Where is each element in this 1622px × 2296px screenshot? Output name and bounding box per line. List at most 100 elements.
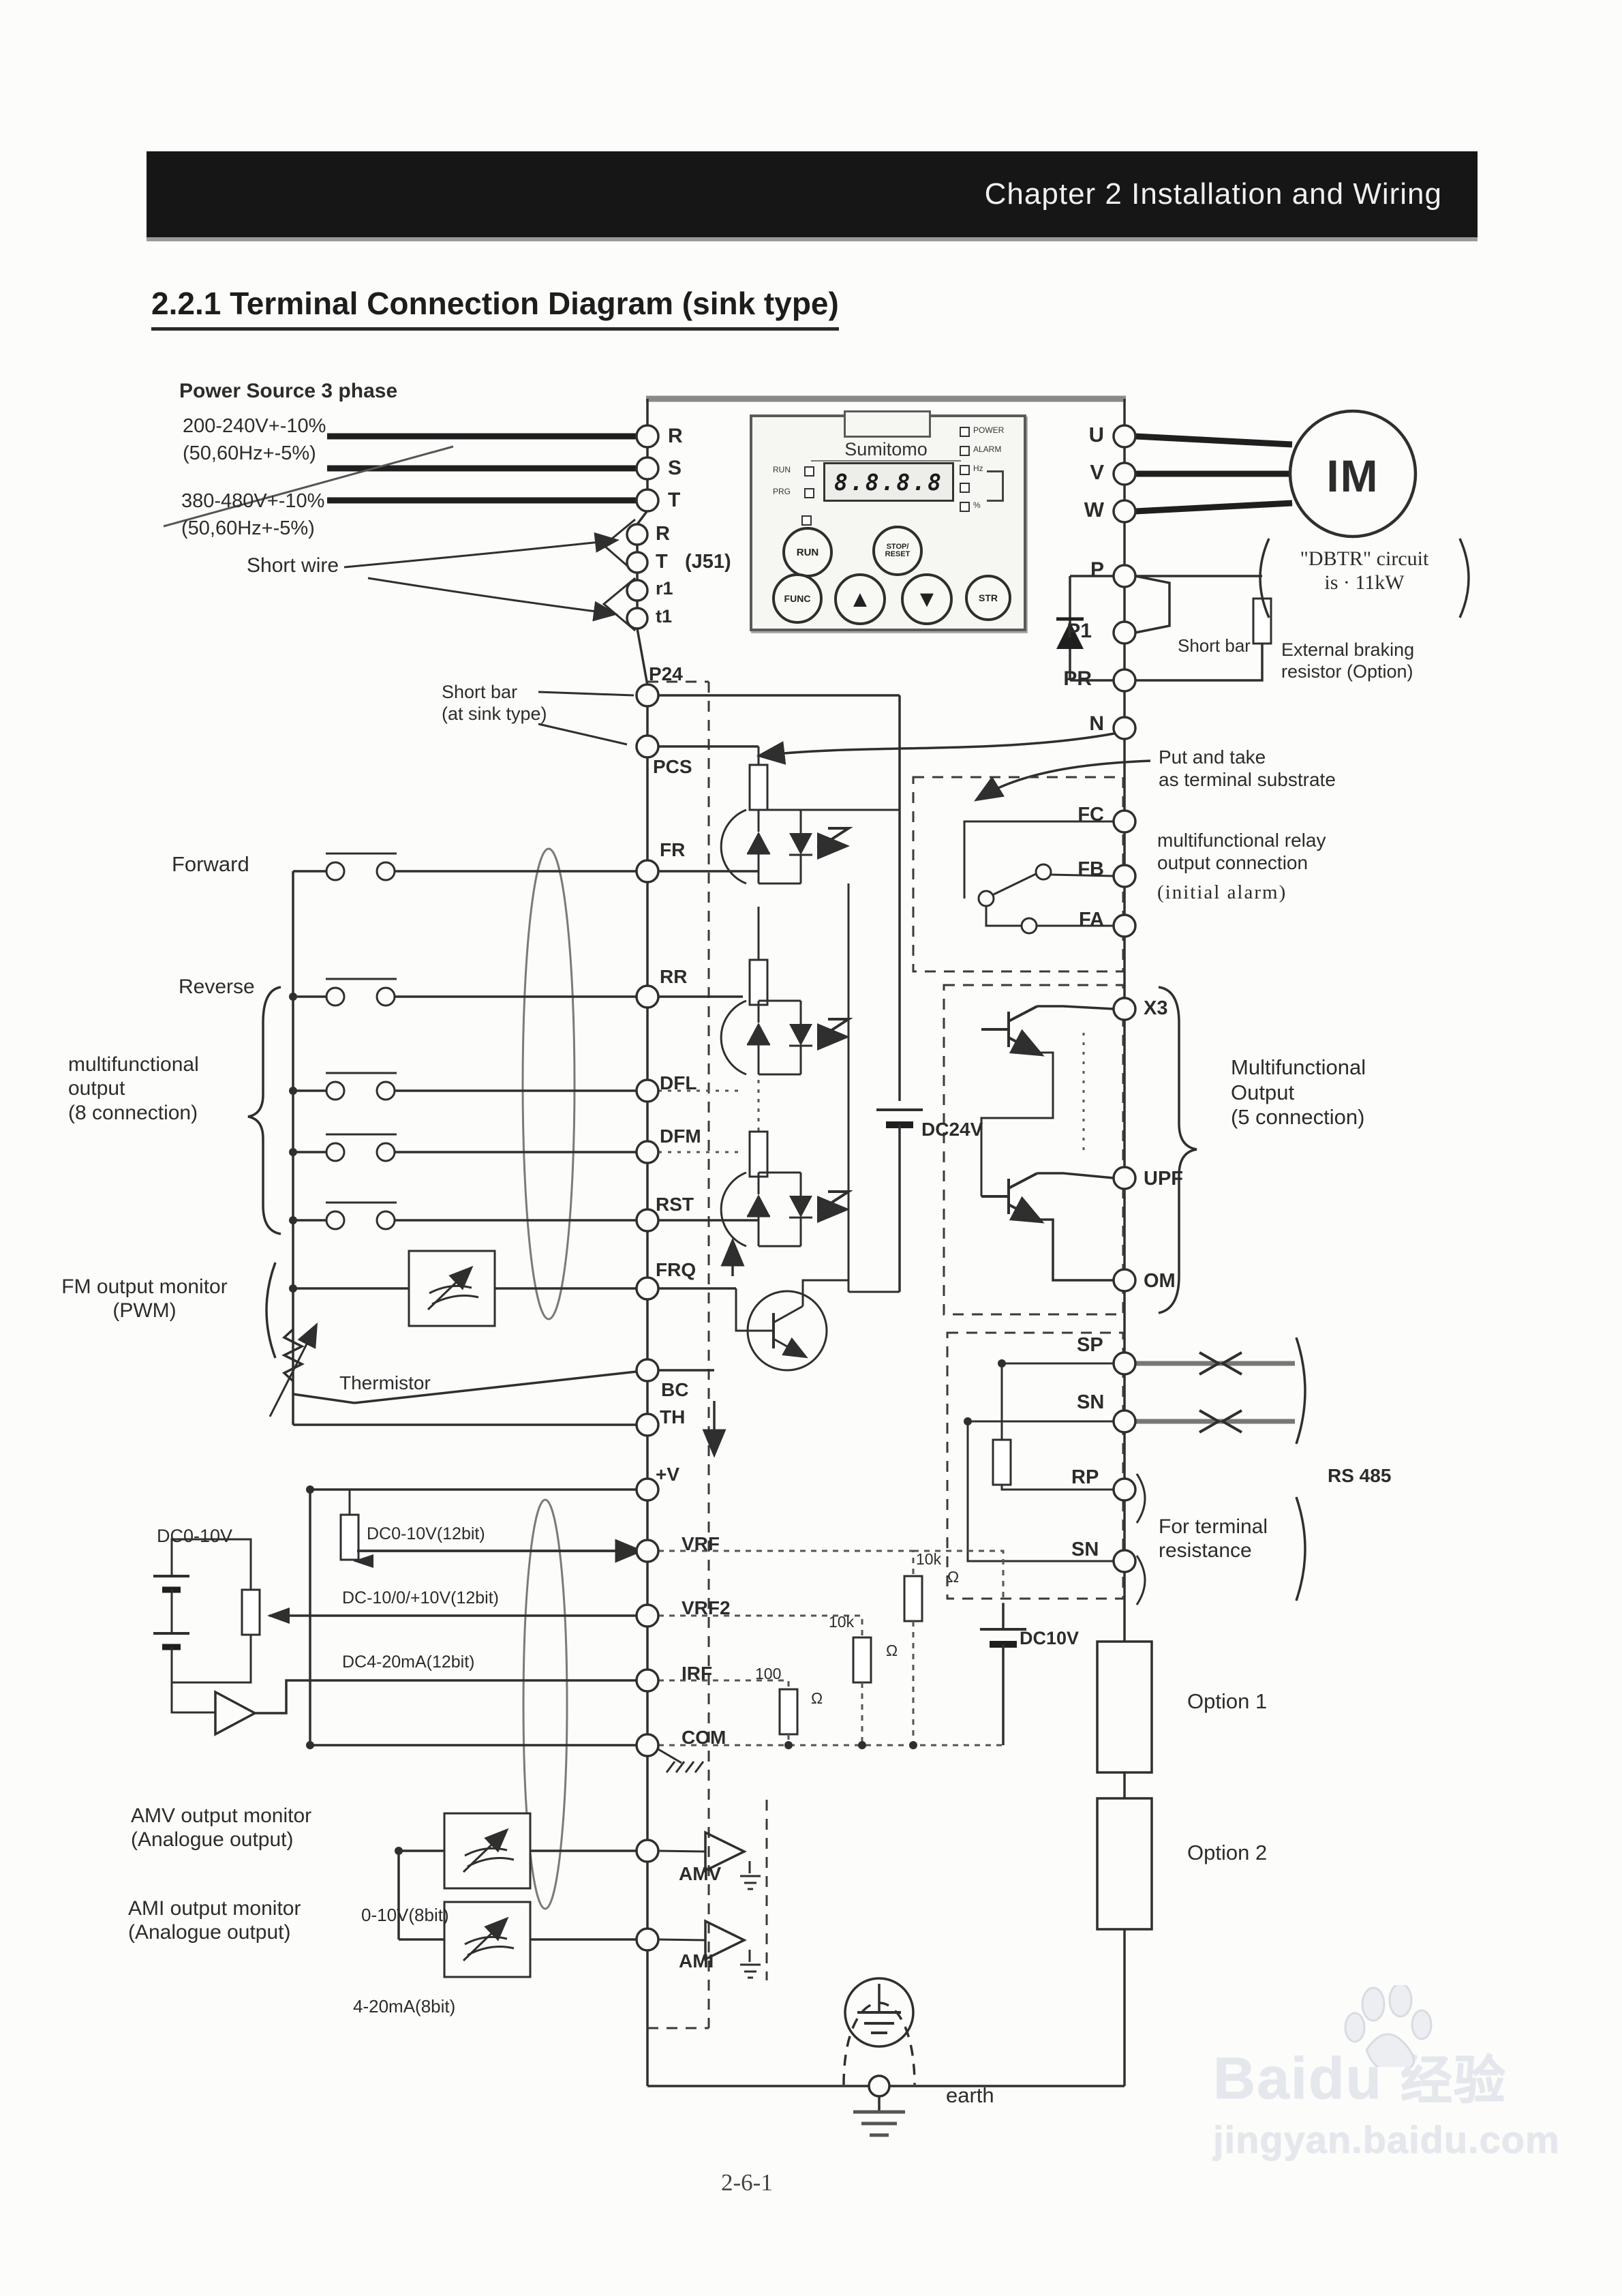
earth-symbol (842, 1977, 916, 2137)
terminal-label-rp: RP (1071, 1466, 1099, 1488)
vrf-range-label: DC0-10V(12bit) (367, 1524, 485, 1543)
terminal-label-frq: FRQ (656, 1259, 697, 1280)
baidu-watermark: Baidu 经验 jingyan.baidu.com (1213, 1985, 1608, 2162)
paw-icon (1344, 1985, 1433, 2067)
run-button-led (801, 515, 812, 526)
keypad-display: 8.8.8.8 (823, 462, 954, 502)
led-label-alarm: ALARM (973, 444, 1002, 454)
rs485-circuit (946, 1331, 1306, 1605)
str-button: STR (965, 575, 1011, 621)
resistor-10k-a-label: 10k (916, 1550, 942, 1568)
earth-label: earth (946, 2083, 994, 2107)
down-arrow-icon: ▼ (915, 586, 938, 612)
terminal-label-p: P (1090, 558, 1104, 581)
terminal-label-rr: RR (660, 966, 688, 987)
motor-circle (1288, 409, 1418, 539)
terminal-label-th: TH (660, 1406, 686, 1428)
dc10v-label: DC10V (1020, 1628, 1080, 1648)
braking-circuit (1056, 538, 1470, 682)
terminal-label-vrf: VRF (682, 1533, 720, 1554)
resistor-100-label: 100 (755, 1665, 782, 1682)
dc0-10v-label: DC0-10V (157, 1526, 233, 1546)
vrf2-range-label: DC-10/0/+10V(12bit) (342, 1588, 499, 1607)
ami-monitor-label: AMI output monitor (Analogue output) (128, 1897, 301, 1944)
external-braking-resistor-label: External braking resistor (Option) (1281, 639, 1415, 682)
multifunctional-output-circuit (943, 984, 1197, 1316)
terminal-label-ami: AMI (679, 1950, 714, 1972)
terminal-label-p1: P1 (1067, 620, 1092, 642)
watermark-brand-text: Baidu (1213, 2046, 1383, 2111)
amv-monitor-label: AMV output monitor (Analogue output) (131, 1804, 312, 1852)
terminal-label-sn2: SN (1071, 1539, 1099, 1560)
str-button-label: STR (979, 592, 998, 603)
relay-alarm-label: (initial alarm) (1157, 881, 1287, 903)
terminal-label-vrf2: VRF2 (682, 1597, 731, 1618)
power-freq-1: (50,60Hz+-5%) (183, 442, 316, 464)
up-arrow-icon: ▲ (848, 586, 872, 612)
multifunctional-output-8-label: multifunctional output (8 connection) (68, 1053, 199, 1124)
terminal-label-pr: PR (1063, 667, 1092, 690)
terminal-label-v: V (1090, 460, 1104, 484)
ohm-c-label: Ω (811, 1689, 823, 1707)
motor-wiring (1135, 409, 1418, 539)
option2-label: Option 2 (1187, 1841, 1268, 1864)
stop-reset-button: STOP/ RESET (872, 526, 923, 576)
led-label-run: RUN (773, 465, 791, 474)
power-source-title: Power Source 3 phase (179, 380, 398, 402)
power-led (960, 427, 970, 437)
led-label-hz: Hz (973, 464, 983, 473)
up-arrow-button: ▲ (834, 573, 886, 625)
pct-led (960, 502, 970, 512)
forward-label: Forward (172, 852, 249, 876)
ohm-b-label: Ω (886, 1642, 898, 1659)
run-button: RUN (782, 527, 833, 577)
watermark-brand: Baidu 经验 (1213, 2038, 1608, 2113)
terminal-label-sn1: SN (1077, 1391, 1105, 1413)
short-bar-sink-label: Short bar (at sink type) (442, 682, 547, 724)
terminal-label-upf: UPF (1144, 1168, 1183, 1190)
terminal-label-j51: (J51) (685, 551, 731, 573)
terminal-label-dfl: DFL (660, 1072, 697, 1093)
func-button-label: FUNC (784, 593, 811, 604)
power-voltage-2: 380-480V+-10% (181, 490, 325, 512)
terminal-label-r2: R (656, 523, 670, 545)
analog-input-circuit (153, 1485, 1026, 1773)
alarm-led (960, 446, 970, 456)
short-wire-label: Short wire (247, 554, 339, 577)
ohm-a-label: Ω (947, 1568, 960, 1586)
rs485-label: RS 485 (1328, 1465, 1392, 1486)
watermark-url: jingyan.baidu.com (1213, 2118, 1560, 2161)
analog-output-circuit (395, 1800, 768, 1980)
terminal-label-r: R (668, 425, 683, 447)
terminal-label-x3: X3 (1144, 997, 1168, 1019)
section-title: 2.2.1 Terminal Connection Diagram (sink … (151, 285, 839, 331)
terminal-label-fr: FR (660, 839, 686, 860)
dc24v-label: DC24V (921, 1119, 983, 1140)
led-label-power: POWER (973, 425, 1005, 435)
terminal-label-om: OM (1144, 1270, 1176, 1292)
unit-led-1 (960, 483, 970, 493)
terminal-label-fb: FB (1077, 858, 1104, 880)
func-button: FUNC (772, 573, 823, 624)
down-arrow-button: ▼ (901, 573, 953, 625)
run-led (804, 466, 814, 477)
power-input-lines (163, 433, 637, 632)
irf-range-label: DC4-20mA(12bit) (342, 1652, 475, 1672)
digital-input-circuit (247, 691, 638, 1910)
fm-output-monitor-label: FM output monitor (PWM) (61, 1275, 228, 1323)
thermistor-label: Thermistor (339, 1372, 431, 1393)
hz-led (960, 465, 970, 475)
terminal-label-w: W (1084, 498, 1104, 522)
terminal-label-irf: IRF (682, 1663, 713, 1684)
terminal-label-u: U (1088, 423, 1104, 447)
terminal-label-rst: RST (656, 1194, 694, 1215)
terminal-label-sp: SP (1077, 1334, 1103, 1356)
put-take-arrows (756, 729, 1151, 802)
power-voltage-1: 200-240V+-10% (183, 415, 326, 437)
chapter-title: Chapter 2 Installation and Wiring (984, 177, 1442, 211)
motor-label: IM (1326, 451, 1379, 501)
keypad-connector (844, 410, 931, 438)
led-label-prg: PRG (773, 487, 791, 496)
